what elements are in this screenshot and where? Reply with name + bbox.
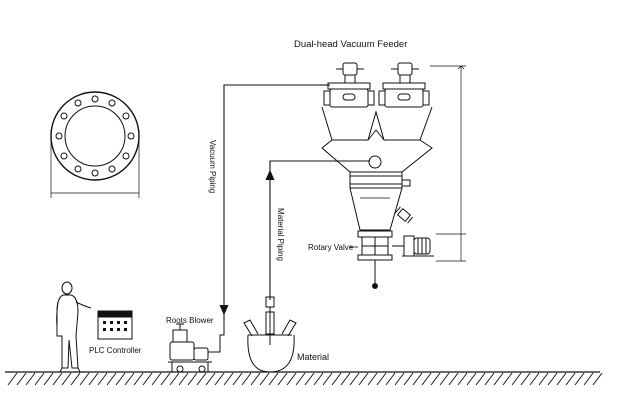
roots-blower-label: Roots Blower (166, 316, 214, 325)
rotary-valve-icon (357, 230, 434, 289)
plc-controller-label: PLC Controller (89, 346, 142, 355)
operator-icon (56, 281, 92, 373)
ground-line (5, 371, 603, 386)
vacuum-receiver-icon (321, 62, 433, 231)
height-dimension (430, 65, 466, 262)
rotary-valve-label: Rotary Valve (308, 243, 354, 252)
diagram-title: Dual-head Vacuum Feeder (294, 39, 407, 50)
material-piping-label: Material Piping (276, 208, 285, 261)
vacuum-piping-line (219, 84, 330, 321)
flange-icon (50, 91, 140, 198)
material-label: Material (297, 352, 329, 362)
roots-blower-icon (168, 321, 225, 373)
vacuum-piping-label: Vacuum Piping (208, 140, 217, 193)
plc-cabinet-icon (97, 310, 133, 340)
material-bag-icon (243, 296, 297, 373)
